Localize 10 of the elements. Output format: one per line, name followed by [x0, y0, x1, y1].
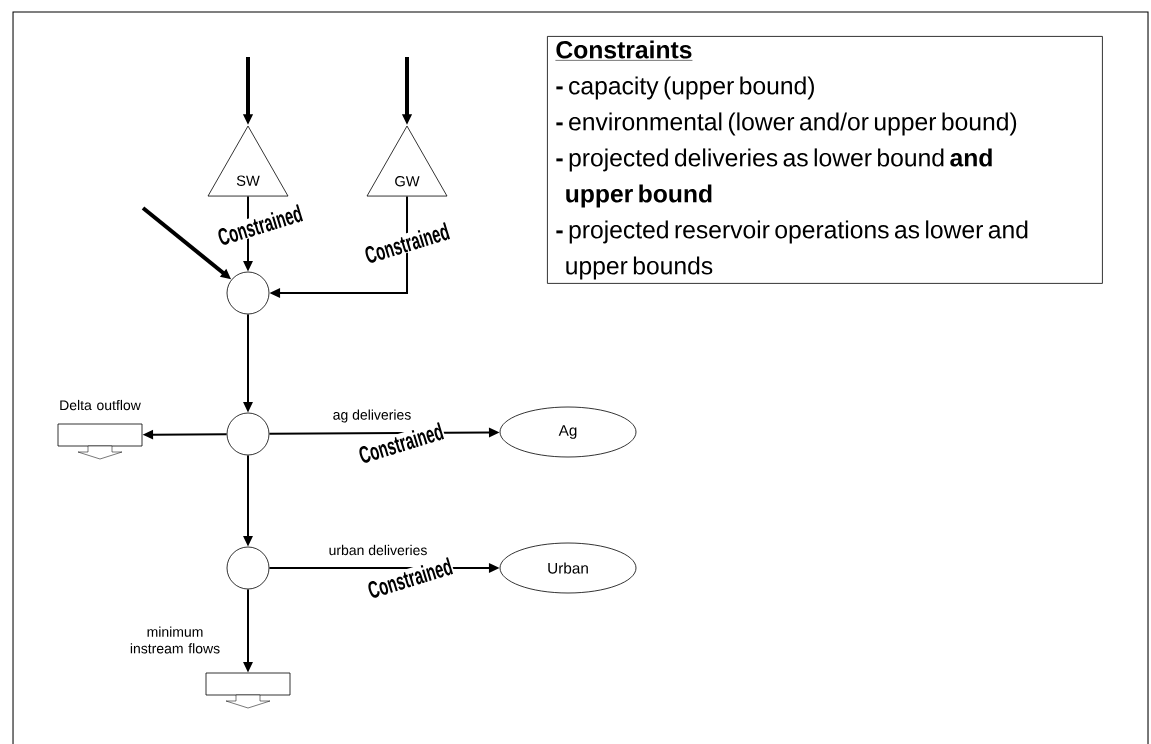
constraints-box: Constraints - capacity (upper bound) - environmental (lower and/or upper bound) - projected deliveries as lower bound and upper bound - projected reservoir operations as lower and upper bounds — [547, 36, 1103, 284]
outflow-label: Delta outflow — [60, 399, 141, 411]
junction-circle — [226, 412, 270, 456]
outflow-label: minimum instream flows — [130, 626, 220, 654]
source-triangle: GW — [366, 125, 448, 197]
edge-label: ag deliveries — [331, 408, 413, 424]
junction-circle — [226, 546, 270, 590]
edge-label: urban deliveries — [327, 543, 429, 557]
source-triangle: SW — [207, 125, 289, 197]
junction-circle — [226, 271, 270, 315]
